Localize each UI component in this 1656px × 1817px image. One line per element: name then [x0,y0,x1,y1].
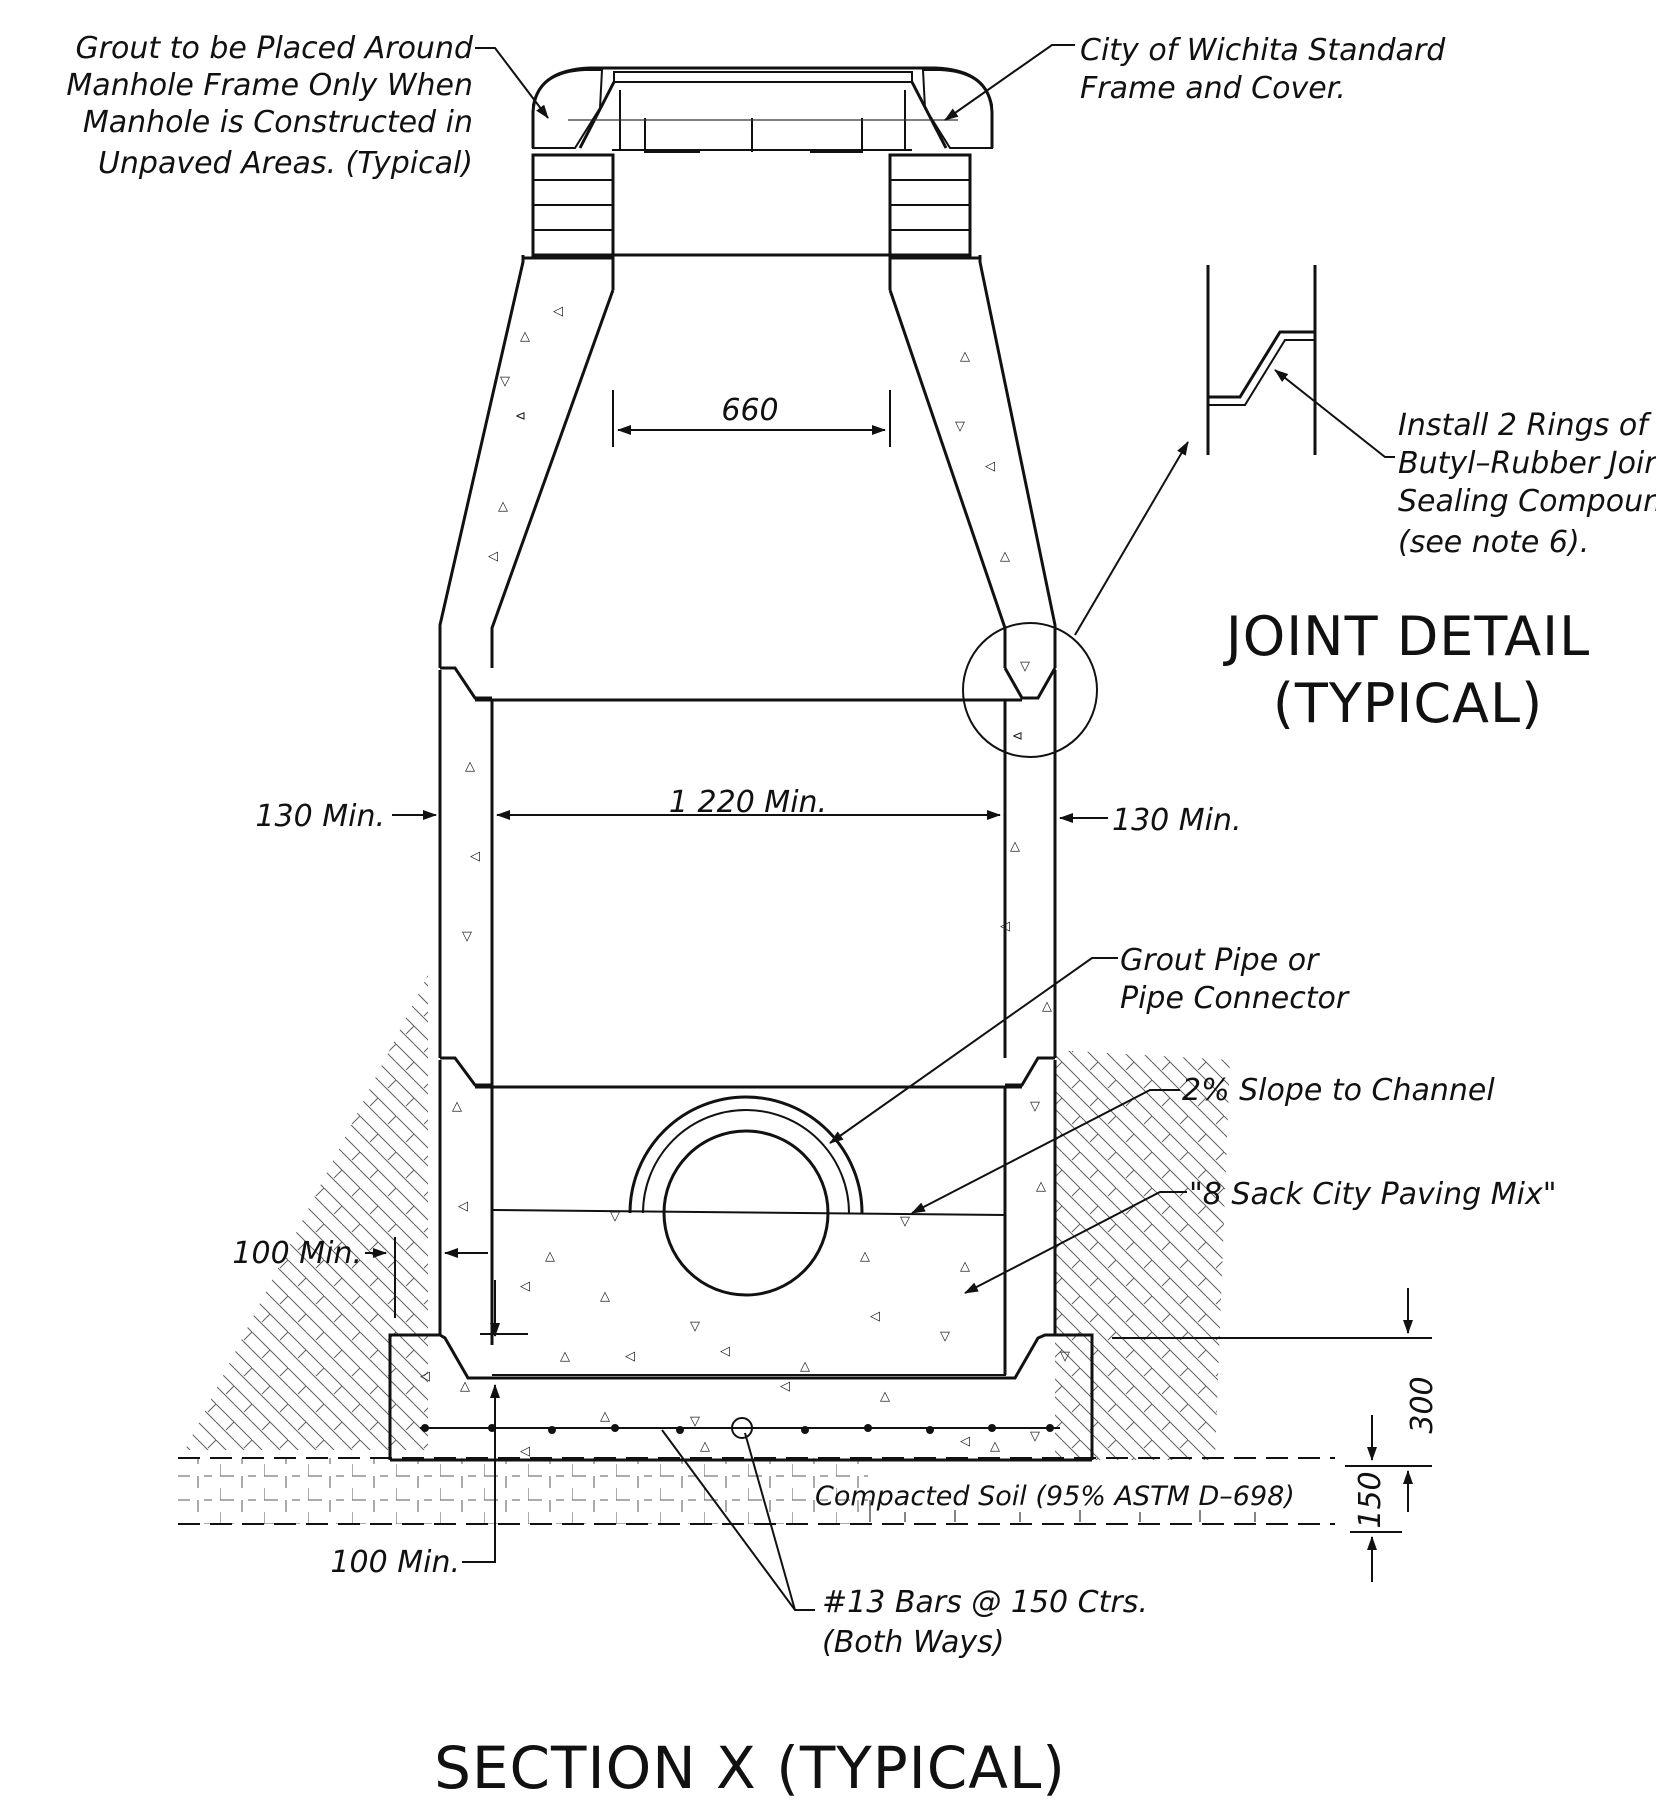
svg-text:▽: ▽ [1030,1099,1040,1114]
dim-base-depth: 300 [1405,1376,1440,1433]
svg-text:△: △ [560,1349,570,1364]
svg-text:△: △ [520,329,530,344]
svg-text:⊲: ⊲ [515,409,526,424]
svg-text:▽: ▽ [1020,659,1030,674]
aggregate-marks: △◁ ▽⊲ △◁ △▽ ◁△ ▽⊲ △◁ ▽△ ◁△ △◁ ▽△ △▽ ◁△ ▽… [420,304,1070,1459]
dim-base-projection: 100 Min. [232,1236,362,1271]
svg-text:△: △ [1010,839,1020,854]
svg-text:△: △ [498,499,508,514]
svg-text:△: △ [960,349,970,364]
cone-section [438,255,1057,702]
svg-text:◁: ◁ [625,1349,635,1364]
dim-bedding-depth: 150 [1353,1471,1388,1528]
svg-text:◁: ◁ [488,549,498,564]
svg-text:△: △ [860,1249,870,1264]
svg-text:△: △ [880,1389,890,1404]
note-frame-cover-line-2: Frame and Cover. [1080,71,1346,106]
riser-section [438,670,1057,1375]
svg-text:▽: ▽ [462,929,472,944]
pipe [628,1095,864,1297]
joint-detail-title: JOINT DETAIL (TYPICAL) [1223,605,1590,735]
note-grout-pipe: Grout Pipe or Pipe Connector [1120,943,1350,1016]
svg-text:△: △ [545,1249,555,1264]
svg-text:◁: ◁ [720,1344,730,1359]
svg-text:▽: ▽ [940,1329,950,1344]
note-grout-frame-line-2: Manhole Frame Only When [66,68,473,103]
note-bars-line-2: (Both Ways) [822,1625,1004,1660]
note-joint-install-line-1: Install 2 Rings of [1398,408,1652,443]
base-slab [388,1333,1094,1462]
svg-text:△: △ [465,759,475,774]
rebar-dots [421,1417,1054,1439]
svg-text:△: △ [990,1439,1000,1454]
channel-bench [491,1209,1006,1376]
svg-text:△: △ [1036,1179,1046,1194]
compacted-soil-bedding [178,1457,1335,1525]
svg-text:▽: ▽ [900,1214,910,1229]
note-bars: #13 Bars @ 150 Ctrs. (Both Ways) [822,1585,1148,1660]
svg-text:◁: ◁ [458,1199,468,1214]
svg-text:◁: ◁ [520,1279,530,1294]
svg-text:△: △ [452,1099,462,1114]
svg-text:▽: ▽ [690,1414,700,1429]
note-grout-pipe-line-1: Grout Pipe or [1120,943,1320,978]
note-bars-line-1: #13 Bars @ 150 Ctrs. [822,1585,1148,1620]
svg-text:▽: ▽ [955,419,965,434]
svg-text:◁: ◁ [780,1379,790,1394]
note-grout-frame-line-3: Manhole is Constructed in [83,105,473,140]
svg-text:△: △ [1042,999,1052,1014]
joint-detail-title-line-2: (TYPICAL) [1273,672,1543,735]
svg-text:◁: ◁ [520,1444,530,1459]
svg-text:◁: ◁ [470,849,480,864]
note-joint-install-line-3: Sealing Compound [1398,484,1656,519]
svg-text:△: △ [960,1259,970,1274]
svg-text:⊲: ⊲ [1012,729,1023,744]
soil-hatch [185,975,1230,1460]
svg-text:▽: ▽ [1060,1349,1070,1364]
note-frame-cover: City of Wichita Standard Frame and Cover… [1080,33,1446,106]
note-joint-install-line-2: Butyl–Rubber Joint [1398,446,1656,481]
svg-text:△: △ [1000,549,1010,564]
dim-base-thickness: 100 Min. [330,1545,460,1580]
svg-text:◁: ◁ [1000,919,1010,934]
svg-text:△: △ [800,1359,810,1374]
joint-detail-callout [962,265,1317,758]
grade-rings [531,153,972,290]
note-compacted-soil: Compacted Soil (95% ASTM D–698) [815,1481,1295,1512]
note-grout-frame-line-4: Unpaved Areas. (Typical) [98,146,473,181]
joint-detail-title-line-1: JOINT DETAIL [1223,605,1590,668]
note-grout-pipe-line-2: Pipe Connector [1120,981,1350,1016]
svg-text:◁: ◁ [870,1309,880,1324]
svg-text:△: △ [700,1439,710,1454]
svg-text:▽: ▽ [610,1209,620,1224]
svg-text:◁: ◁ [960,1434,970,1449]
svg-text:▽: ▽ [690,1319,700,1334]
note-grout-frame: Grout to be Placed Around Manhole Frame … [66,31,474,181]
manhole-structure: △◁ ▽⊲ △◁ △▽ ◁△ ▽⊲ △◁ ▽△ ◁△ △◁ ▽△ △▽ ◁△ ▽… [388,66,1094,1462]
section-title: SECTION X (TYPICAL) [434,1734,1066,1802]
note-slope: 2% Slope to Channel [1182,1073,1495,1108]
note-joint-install: Install 2 Rings of Butyl–Rubber Joint Se… [1398,408,1656,560]
svg-text:◁: ◁ [985,459,995,474]
svg-text:◁: ◁ [553,304,563,319]
dim-wall-left: 130 Min. [255,799,385,834]
dimension-lines [365,390,1432,1582]
dim-cone-opening: 660 [721,393,778,428]
svg-text:▽: ▽ [500,374,510,389]
note-grout-frame-line-1: Grout to be Placed Around [75,31,474,66]
note-joint-install-line-4: (see note 6). [1398,525,1589,560]
leader-lines [475,44,1395,1611]
svg-text:△: △ [600,1289,610,1304]
dim-wall-right: 130 Min. [1112,803,1242,838]
svg-text:◁: ◁ [420,1369,430,1384]
note-frame-cover-line-1: City of Wichita Standard [1080,33,1446,68]
dim-inner-diameter: 1 220 Min. [669,785,827,820]
svg-text:△: △ [600,1409,610,1424]
note-paving-mix: "8 Sack City Paving Mix" [1189,1177,1557,1212]
svg-text:△: △ [460,1379,470,1394]
svg-text:▽: ▽ [1030,1429,1040,1444]
